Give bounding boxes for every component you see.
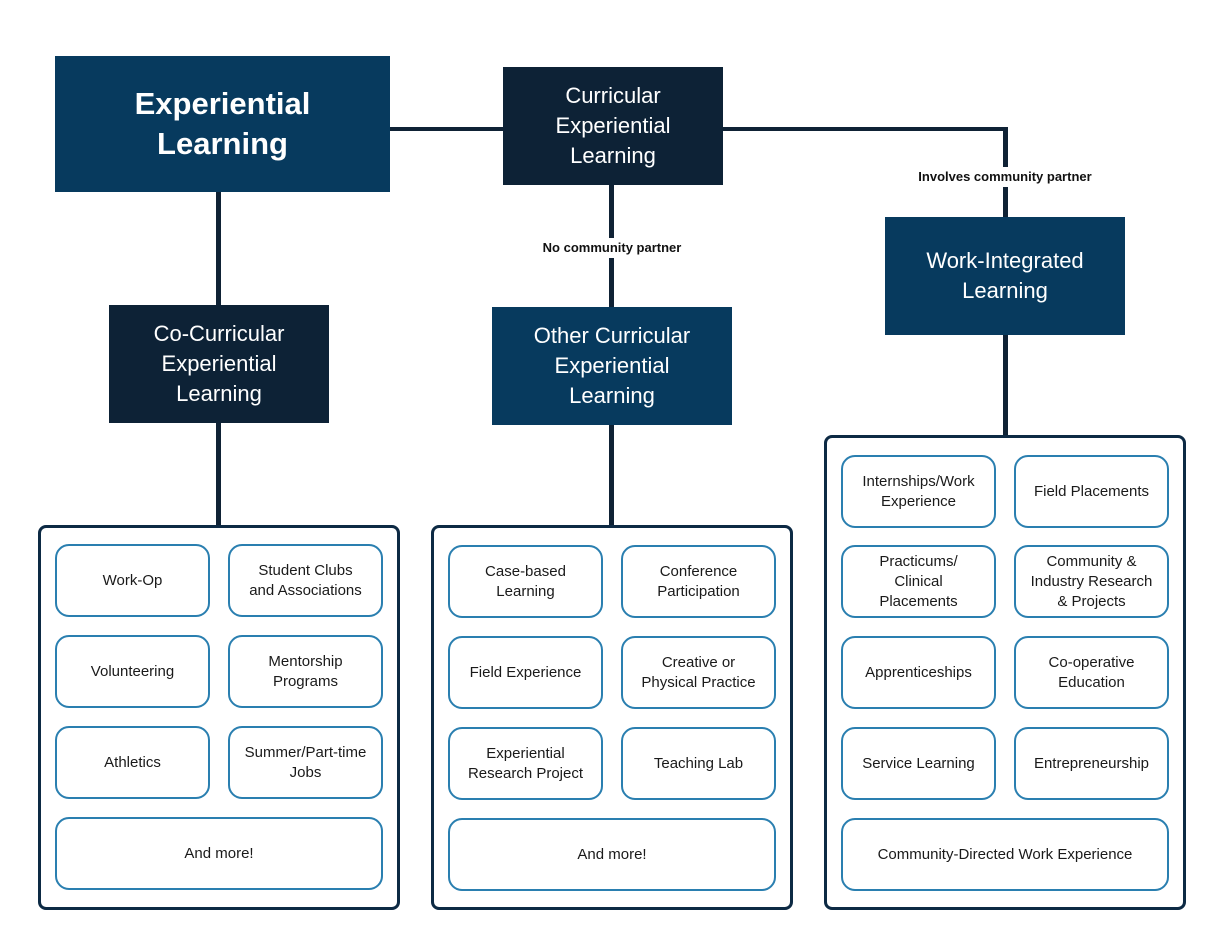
item-internships-work-experience: Internships/Work Experience	[841, 455, 996, 528]
item-mentorship-programs: Mentorship Programs	[228, 635, 383, 708]
item-practicums-clinical-placements: Practicums/ Clinical Placements	[841, 545, 996, 618]
connector-curricular-wil-h	[722, 127, 1008, 131]
edge-label-no-community-partner: No community partner	[522, 238, 702, 258]
item-conference-participation: Conference Participation	[621, 545, 776, 618]
item-experiential-research-project: Experiential Research Project	[448, 727, 603, 800]
item-student-clubs: Student Clubs and Associations	[228, 544, 383, 617]
node-experiential-learning: Experiential Learning	[55, 56, 390, 192]
node-wil-label: Work-Integrated Learning	[926, 248, 1084, 303]
item-work-op: Work-Op	[55, 544, 210, 617]
node-work-integrated-learning: Work-Integrated Learning	[885, 217, 1125, 335]
node-co-curricular-experiential-learning: Co-Curricular Experiential Learning	[109, 305, 329, 423]
item-teaching-lab: Teaching Lab	[621, 727, 776, 800]
item-community-directed-work-experience: Community-Directed Work Experience	[841, 818, 1169, 891]
node-co-curricular-label: Co-Curricular Experiential Learning	[153, 321, 285, 406]
item-and-more: And more!	[448, 818, 776, 891]
connector-root-curricular	[390, 127, 505, 131]
item-co-operative-education: Co-operative Education	[1014, 636, 1169, 709]
item-and-more: And more!	[55, 817, 383, 890]
item-entrepreneurship: Entrepreneurship	[1014, 727, 1169, 800]
item-athletics: Athletics	[55, 726, 210, 799]
connector-wil-panel	[1003, 334, 1008, 437]
item-apprenticeships: Apprenticeships	[841, 636, 996, 709]
node-other-curricular-label: Other Curricular Experiential Learning	[533, 323, 691, 408]
connector-root-cocurricular	[216, 190, 221, 307]
node-curricular-experiential-learning: Curricular Experiential Learning	[503, 67, 723, 185]
node-curricular-label: Curricular Experiential Learning	[555, 83, 671, 168]
item-community-industry-research: Community & Industry Research & Projects	[1014, 545, 1169, 618]
item-field-placements: Field Placements	[1014, 455, 1169, 528]
connector-cocurricular-panel	[216, 422, 221, 528]
item-case-based-learning: Case-based Learning	[448, 545, 603, 618]
edge-label-involves-community-partner: Involves community partner	[900, 167, 1110, 187]
node-other-curricular-experiential-learning: Other Curricular Experiential Learning	[492, 307, 732, 425]
item-summer-part-time-jobs: Summer/Part-time Jobs	[228, 726, 383, 799]
item-field-experience: Field Experience	[448, 636, 603, 709]
item-volunteering: Volunteering	[55, 635, 210, 708]
item-service-learning: Service Learning	[841, 727, 996, 800]
item-creative-physical-practice: Creative or Physical Practice	[621, 636, 776, 709]
node-experiential-learning-label: Experiential Learning	[134, 86, 311, 161]
connector-other-panel	[609, 424, 614, 528]
